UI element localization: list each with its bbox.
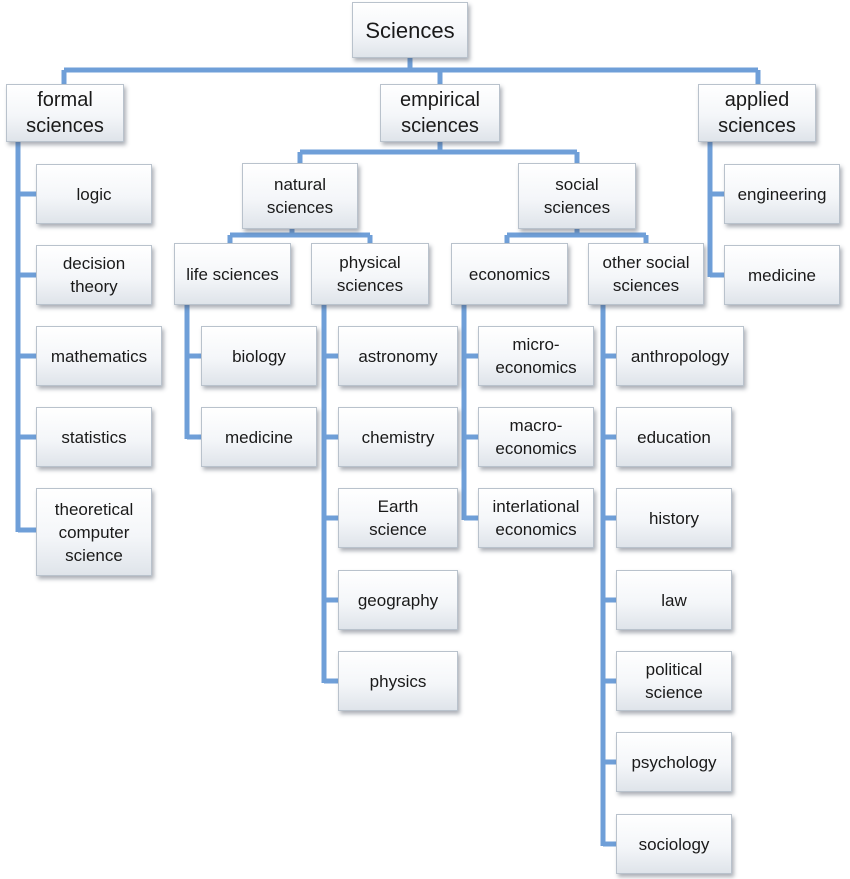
node-medicine-applied: medicine <box>724 245 840 305</box>
node-empirical-sciences: empirical sciences <box>380 84 500 142</box>
node-macro-economics: macro- economics <box>478 407 594 467</box>
node-applied-sciences: applied sciences <box>698 84 816 142</box>
node-anthropology: anthropology <box>616 326 744 386</box>
node-economics: economics <box>451 243 568 305</box>
node-decision-theory: decision theory <box>36 245 152 305</box>
node-other-social-sciences: other social sciences <box>588 243 704 305</box>
node-law: law <box>616 570 732 630</box>
node-physical-sciences: physical sciences <box>311 243 429 305</box>
node-sciences: Sciences <box>352 2 468 58</box>
node-life-sciences: life sciences <box>174 243 291 305</box>
node-natural-sciences: natural sciences <box>242 163 358 229</box>
node-mathematics: mathematics <box>36 326 162 386</box>
node-engineering: engineering <box>724 164 840 224</box>
node-education: education <box>616 407 732 467</box>
node-physics: physics <box>338 651 458 711</box>
node-formal-sciences: formal sciences <box>6 84 124 142</box>
node-psychology: psychology <box>616 732 732 792</box>
node-history: history <box>616 488 732 548</box>
node-social-sciences: social sciences <box>518 163 636 229</box>
node-earth-science: Earth science <box>338 488 458 548</box>
node-theoretical-computer-science: theoretical computer science <box>36 488 152 576</box>
node-geography: geography <box>338 570 458 630</box>
node-logic: logic <box>36 164 152 224</box>
node-astronomy: astronomy <box>338 326 458 386</box>
node-international-economics: interlational economics <box>478 488 594 548</box>
node-medicine-life: medicine <box>201 407 317 467</box>
node-sociology: sociology <box>616 814 732 874</box>
node-political-science: political science <box>616 651 732 711</box>
node-chemistry: chemistry <box>338 407 458 467</box>
node-micro-economics: micro- economics <box>478 326 594 386</box>
node-statistics: statistics <box>36 407 152 467</box>
node-biology: biology <box>201 326 317 386</box>
